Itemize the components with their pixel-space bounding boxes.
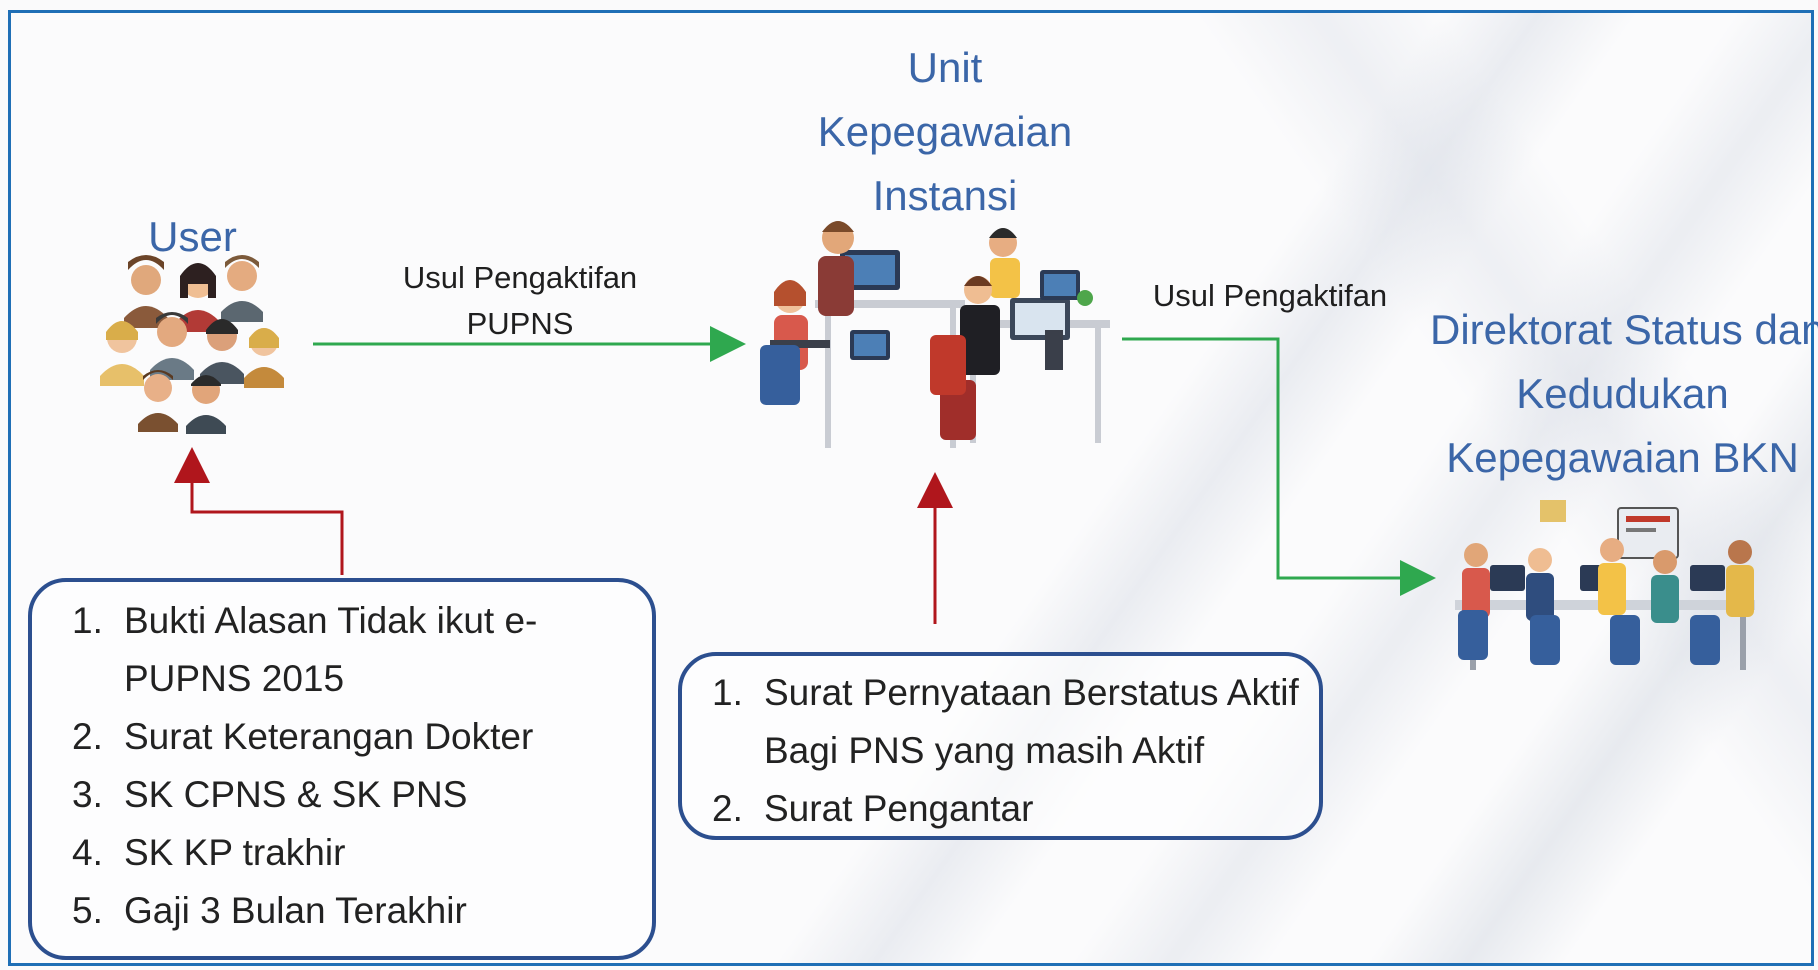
unit-requirements-box: 1. Surat Pernyataan Berstatus Aktif Bagi… bbox=[678, 652, 1323, 840]
edge-label-unit-to-bkn: Usul Pengaktifan bbox=[1152, 278, 1388, 313]
unit-requirements-list: 1. Surat Pernyataan Berstatus Aktif Bagi… bbox=[712, 664, 1299, 838]
list-item: 4. SK KP trakhir bbox=[72, 832, 346, 873]
arrow-docs-to-user bbox=[174, 447, 344, 575]
edge-label-user-to-unit-line1: Usul Pengaktifan bbox=[402, 260, 638, 295]
arrow-unit-to-bkn bbox=[1122, 337, 1436, 596]
bkn-title-line1: Direktorat Status dan bbox=[1430, 306, 1818, 353]
user-requirements-box: 1. Bukti Alasan Tidak ikut e- PUPNS 2015… bbox=[28, 578, 656, 960]
list-item: 1. Bukti Alasan Tidak ikut e- PUPNS 2015 bbox=[72, 600, 538, 699]
edge-label-user-to-unit-line2: PUPNS bbox=[466, 306, 574, 341]
list-item: 5. Gaji 3 Bulan Terakhir bbox=[72, 890, 467, 931]
list-item: 3. SK CPNS & SK PNS bbox=[72, 774, 468, 815]
user-requirements-list: 1. Bukti Alasan Tidak ikut e- PUPNS 2015… bbox=[72, 592, 537, 940]
unit-title-line2: Kepegawaian bbox=[817, 108, 1073, 155]
list-item: 2. Surat Pengantar bbox=[712, 788, 1034, 829]
bkn-title-line3: Kepegawaian BKN bbox=[1446, 434, 1799, 481]
unit-title-line1: Unit bbox=[907, 44, 983, 91]
unit-title-line3: Instansi bbox=[872, 172, 1018, 219]
list-item: 2. Surat Keterangan Dokter bbox=[72, 716, 534, 757]
user-title: User bbox=[148, 213, 237, 260]
bkn-title-line2: Kedudukan bbox=[1516, 370, 1729, 417]
list-item: 1. Surat Pernyataan Berstatus Aktif Bagi… bbox=[712, 672, 1299, 771]
